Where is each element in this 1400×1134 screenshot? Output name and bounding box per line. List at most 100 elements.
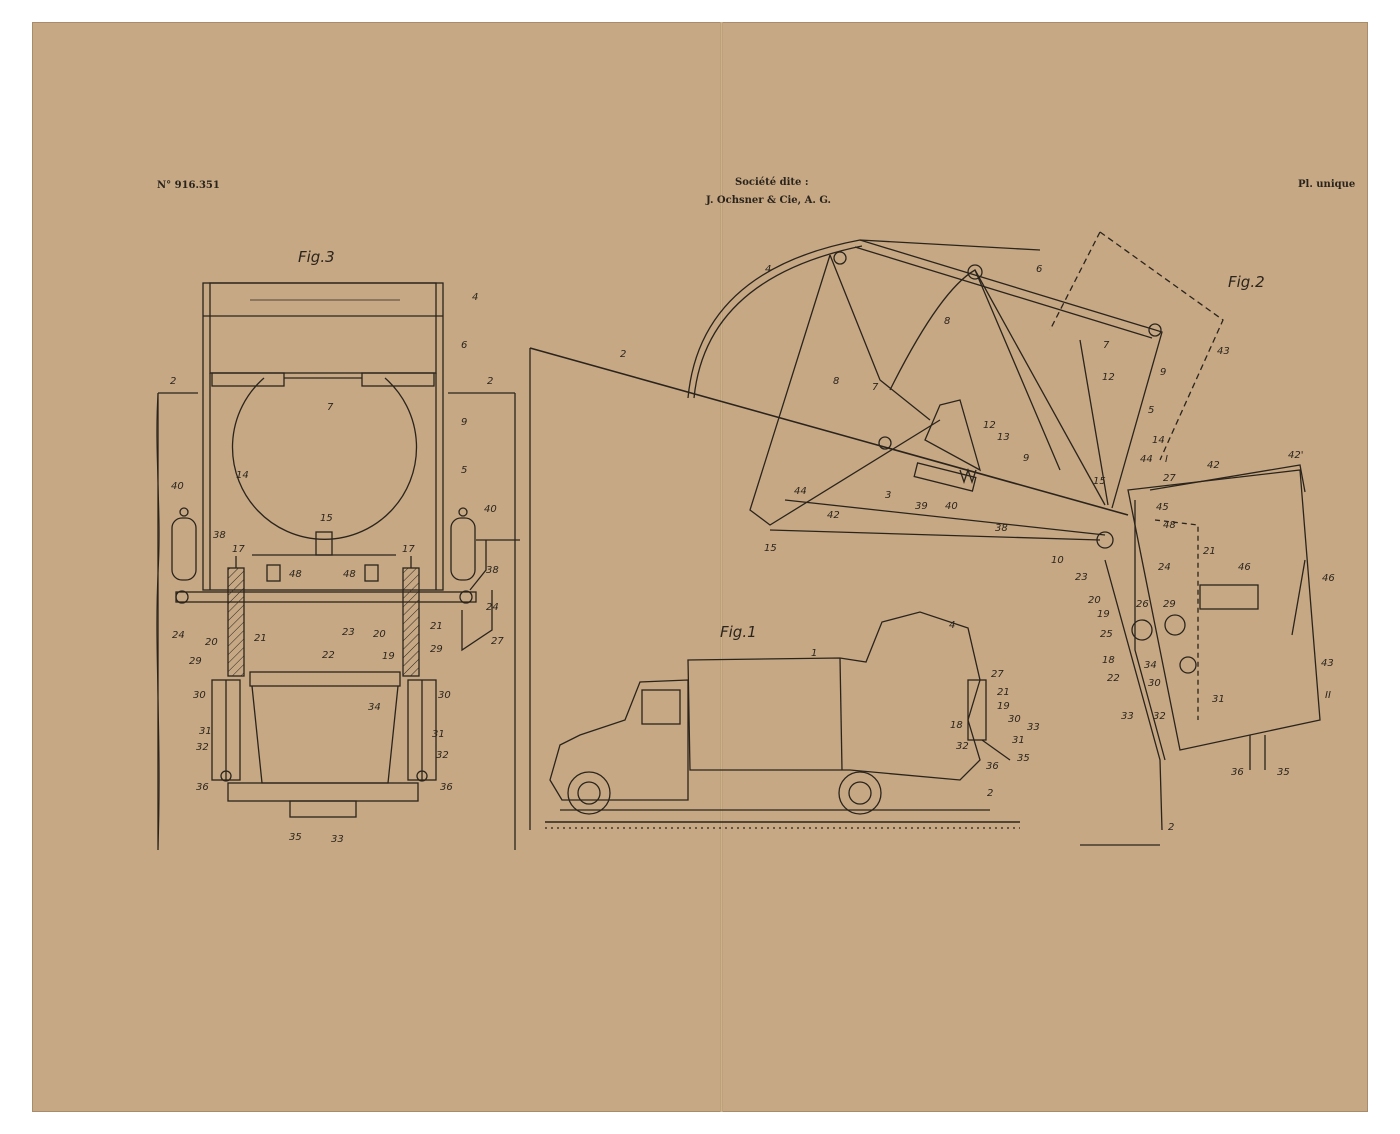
ref-label: 14 [1152, 435, 1165, 446]
ref-label: 12 [1102, 372, 1115, 383]
ref-label: 2 [1168, 822, 1174, 833]
ref-label: 32 [196, 742, 209, 753]
ref-label: 8 [944, 316, 950, 327]
ref-label: 31 [199, 726, 212, 737]
ref-label: 20 [373, 629, 386, 640]
ref-label: 33 [1121, 711, 1134, 722]
ref-label: 1 [811, 648, 817, 659]
ref-label: 9 [1160, 367, 1166, 378]
ref-label: 34 [368, 702, 381, 713]
ref-label: 14 [236, 470, 249, 481]
ref-label: 18 [950, 720, 963, 731]
ref-label: 38 [213, 530, 226, 541]
ref-label: 40 [171, 481, 184, 492]
ref-label: 32 [956, 741, 969, 752]
ref-label: 7 [872, 382, 879, 393]
ref-label: 46 [1238, 562, 1251, 573]
ref-label: 2 [620, 349, 626, 360]
ref-label: 2 [170, 376, 176, 387]
ref-label: 29 [189, 656, 202, 667]
ref-label: 36 [1231, 767, 1244, 778]
ref-label: 6 [461, 340, 467, 351]
ref-label: 40 [945, 501, 958, 512]
sheet-label: Pl. unique [1298, 179, 1356, 190]
patent-number: N° 916.351 [157, 180, 220, 191]
ref-label: 36 [440, 782, 453, 793]
ref-label: 22 [1107, 673, 1120, 684]
ref-label: 44 [794, 486, 807, 497]
ref-label: 30 [1148, 678, 1161, 689]
ref-label: 8 [833, 376, 839, 387]
ref-label: 24 [172, 630, 185, 641]
figure-1: Fig.1 [545, 611, 1020, 829]
company-line-2: J. Ochsner & Cie, A. G. [706, 195, 831, 206]
ref-label: 34 [1144, 660, 1157, 671]
ref-label: 5 [461, 465, 467, 476]
ref-label: 19 [382, 651, 395, 662]
ref-label: 27 [1163, 473, 1176, 484]
ref-label: 42' [1288, 450, 1303, 461]
ref-label: 21 [254, 633, 267, 644]
ref-label: 20 [205, 637, 218, 648]
fig2-title: Fig.2 [1228, 273, 1265, 291]
ref-label: 30 [193, 690, 206, 701]
ref-label: 40 [484, 504, 497, 515]
ref-label: 4 [765, 264, 771, 275]
ref-label: 3 [885, 490, 891, 501]
ref-label: 32 [436, 750, 449, 761]
center-fold [720, 22, 723, 1112]
fig3-labels: 2 2 4 6 7 9 5 14 15 40 40 38 38 17 17 48… [170, 292, 504, 845]
ref-label: 12 [983, 420, 996, 431]
ref-label: 29 [1163, 599, 1176, 610]
ref-label: 23 [1075, 572, 1088, 583]
ref-label: 48 [343, 569, 356, 580]
ref-label: 25 [1100, 629, 1113, 640]
ref-label: 17 [402, 544, 415, 555]
ref-label: 30 [1008, 714, 1021, 725]
ref-label: I [1165, 454, 1168, 465]
ref-label: 4 [472, 292, 478, 303]
ref-label: 31 [1012, 735, 1025, 746]
fig1-labels: 1 4 27 21 19 18 30 33 32 31 36 35 2 [811, 620, 1040, 799]
ref-label: 32 [1153, 711, 1166, 722]
ref-label: 22 [322, 650, 335, 661]
ref-label: 21 [430, 621, 443, 632]
ref-label: 27 [491, 636, 504, 647]
fig2-labels: 4 6 2 8 8 7 7 43 12 12 9 5 14 13 3 39 40… [620, 264, 1335, 833]
company-line-1: Société dite : [735, 177, 809, 188]
ref-label: 42 [1207, 460, 1220, 471]
ref-label: 7 [327, 402, 334, 413]
ref-label: 20 [1088, 595, 1101, 606]
ref-label: 2 [487, 376, 493, 387]
ref-label: 6 [1036, 264, 1042, 275]
ref-label: 45 [1156, 502, 1169, 513]
ref-label: 33 [331, 834, 344, 845]
fig1-title: Fig.1 [720, 623, 757, 641]
fig3-title: Fig.3 [298, 248, 335, 266]
ref-label: 29 [430, 644, 443, 655]
ref-label: 7 [1103, 340, 1110, 351]
ref-label: 43 [1321, 658, 1334, 669]
ref-label: 35 [289, 832, 302, 843]
ref-label: 10 [1051, 555, 1064, 566]
ref-label: II [1325, 690, 1331, 701]
ref-label: 19 [997, 701, 1010, 712]
ref-label: 36 [986, 761, 999, 772]
ref-label: 19 [1097, 609, 1110, 620]
ref-label: 21 [997, 687, 1010, 698]
ref-label: 35 [1017, 753, 1030, 764]
ref-label: 13 [997, 432, 1010, 443]
ref-label: 31 [432, 729, 445, 740]
ref-label: 2 [987, 788, 993, 799]
ref-label: 30 [438, 690, 451, 701]
ref-label: 24 [1158, 562, 1171, 573]
ref-label: 27 [991, 669, 1004, 680]
ref-label: 39 [915, 501, 928, 512]
ref-label: 48 [289, 569, 302, 580]
ref-label: 5 [1148, 405, 1154, 416]
ref-label: 44 [1140, 454, 1153, 465]
ref-label: 35 [1277, 767, 1290, 778]
ref-label: 23 [342, 627, 355, 638]
ref-label: 18 [1102, 655, 1115, 666]
